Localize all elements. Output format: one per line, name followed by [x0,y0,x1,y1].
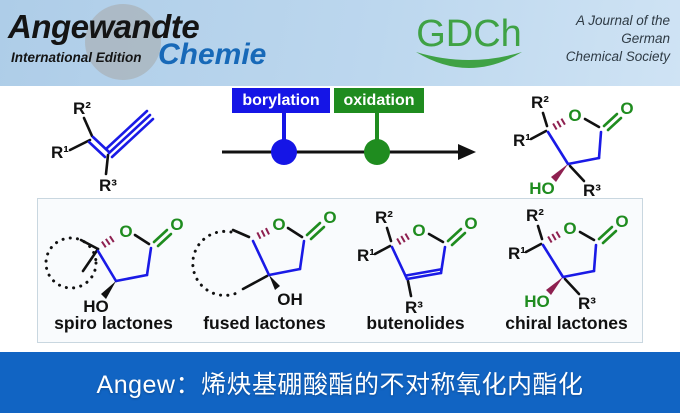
product-hydroxyl-wedge-bond [551,164,568,182]
chiral-r3-label: R³ [578,294,596,313]
product-blue-bonds [546,130,603,166]
product-cell-fused: O O OH fused lactones [189,199,340,342]
tagline-line2: German [621,30,670,46]
fused-black-bonds [231,226,304,291]
fused-lactone-structure: O O OH [191,208,337,309]
bottom-banner: Angew：烯炔基硼酸酯的不对称氧化内酯化 [0,352,680,413]
chiral-ring-o-label: O [563,219,576,238]
product-r3-label: R³ [583,181,601,198]
chiral-blue-bonds [541,243,598,279]
fused-stereo-hash-bond [256,226,272,240]
spiro-hydroxyl-label: HO [83,297,109,316]
products-panel: O O HO spiro lactones [37,198,643,343]
fused-ring-o-label: O [272,215,285,234]
chiral-carbonyl-o-label: O [615,212,628,231]
spiro-lactone-structure: O O HO [44,215,184,316]
chiral-stereo-hash-bond [547,229,563,244]
tagline-line3: Chemical Society [565,48,670,64]
spiro-black-bonds [79,233,151,273]
substrate-r2-label: R² [73,99,91,118]
substrate-structure: R² R¹ R³ [51,99,155,194]
chiral-hydroxyl-label: HO [524,292,550,311]
butenolide-r2-label: R² [375,208,393,227]
spiro-carbonyl-o-label: O [170,215,183,234]
butenolide-r3-label: R³ [405,298,423,317]
butenolide-stereo-hash-bond [396,231,412,246]
chiral-black-bonds [524,224,596,296]
butenolide-carbonyl-o-label: O [464,214,477,233]
butenolides-label: butenolides [366,313,465,333]
chiral-r1-label: R¹ [508,244,526,263]
fused-hydroxyl-label: OH [277,290,303,309]
product-cell-butenolides: O O R² R¹ R³ butenolides [340,199,491,342]
product-hydroxyl-label: HO [529,179,555,198]
reaction-scheme: R² R¹ R³ borylation oxidation [0,86,680,198]
spiro-dashed-ring [44,236,98,290]
chemie-wordmark: Chemie [158,38,267,71]
butenolide-structure: O O R² R¹ R³ [357,208,478,317]
butenolide-carbonyl-bond [446,227,467,247]
product-ring-o-label: O [568,106,581,125]
journal-header: Angewandte International Edition Chemie … [0,0,680,86]
borylation-label-box: borylation [232,88,330,113]
product-cell-chiral: O O R² R¹ HO R³ chiral lactones [491,199,642,342]
chiral-lactones-label: chiral lactones [505,313,628,333]
product-black-bonds [529,111,601,183]
product-stereo-hash-bond [552,116,568,131]
arrow-head-icon [458,144,476,160]
background-circle [85,4,161,80]
fused-blue-bonds [251,239,306,277]
product-r1-label: R¹ [513,131,531,150]
product-structure: O O R² R¹ HO R³ [513,93,634,198]
substrate-black-bonds [68,116,110,176]
chiral-hydroxyl-wedge-bond [546,277,563,295]
fused-carbonyl-bond [305,221,326,241]
butenolide-r1-label: R¹ [357,246,375,265]
society-tagline: A Journal of the German Chemical Society [566,12,670,65]
substrate-r3-label: R³ [99,176,117,194]
gdch-logo: GDCh [416,13,522,68]
product-r2-label: R² [531,93,549,112]
fused-carbonyl-o-label: O [323,208,336,227]
spiro-ring-o-label: O [119,222,132,241]
spiro-carbonyl-bond [152,228,173,248]
butenolide-black-bonds [373,226,445,298]
product-carbonyl-bond [602,112,623,132]
butenolide-ring-o-label: O [412,221,425,240]
product-cell-spiro: O O HO spiro lactones [38,199,189,342]
tagline-line1: A Journal of the [575,13,670,28]
fused-hydroxyl-wedge-bond [269,275,280,290]
angewandte-wordmark: Angewandte [8,8,200,45]
borylation-point-icon [271,139,297,165]
product-carbonyl-o-label: O [620,99,633,118]
fused-lactones-label: fused lactones [203,313,326,333]
spiro-lactones-label: spiro lactones [54,313,173,333]
gdch-swoosh-icon [416,52,522,68]
oxidation-label-box: oxidation [334,88,424,113]
butenolide-blue-bonds [390,245,447,281]
chiral-r2-label: R² [526,206,544,225]
substrate-blue-bonds [87,109,155,159]
gdch-logo-text: GDCh [416,13,522,55]
reaction-arrow [222,113,476,165]
spiro-blue-bonds [96,246,153,283]
substrate-r1-label: R¹ [51,143,69,162]
chiral-carbonyl-bond [597,225,618,245]
oxidation-point-icon [364,139,390,165]
chiral-lactone-structure: O O R² R¹ HO R³ [508,206,629,313]
banner-text: Angew：烯炔基硼酸酯的不对称氧化内酯化 [96,370,584,399]
international-edition-label: International Edition [11,50,142,65]
spiro-hydroxyl-wedge-bond [101,281,116,299]
spiro-stereo-hash-bond [101,234,117,248]
fused-dashed-ring [191,229,243,297]
